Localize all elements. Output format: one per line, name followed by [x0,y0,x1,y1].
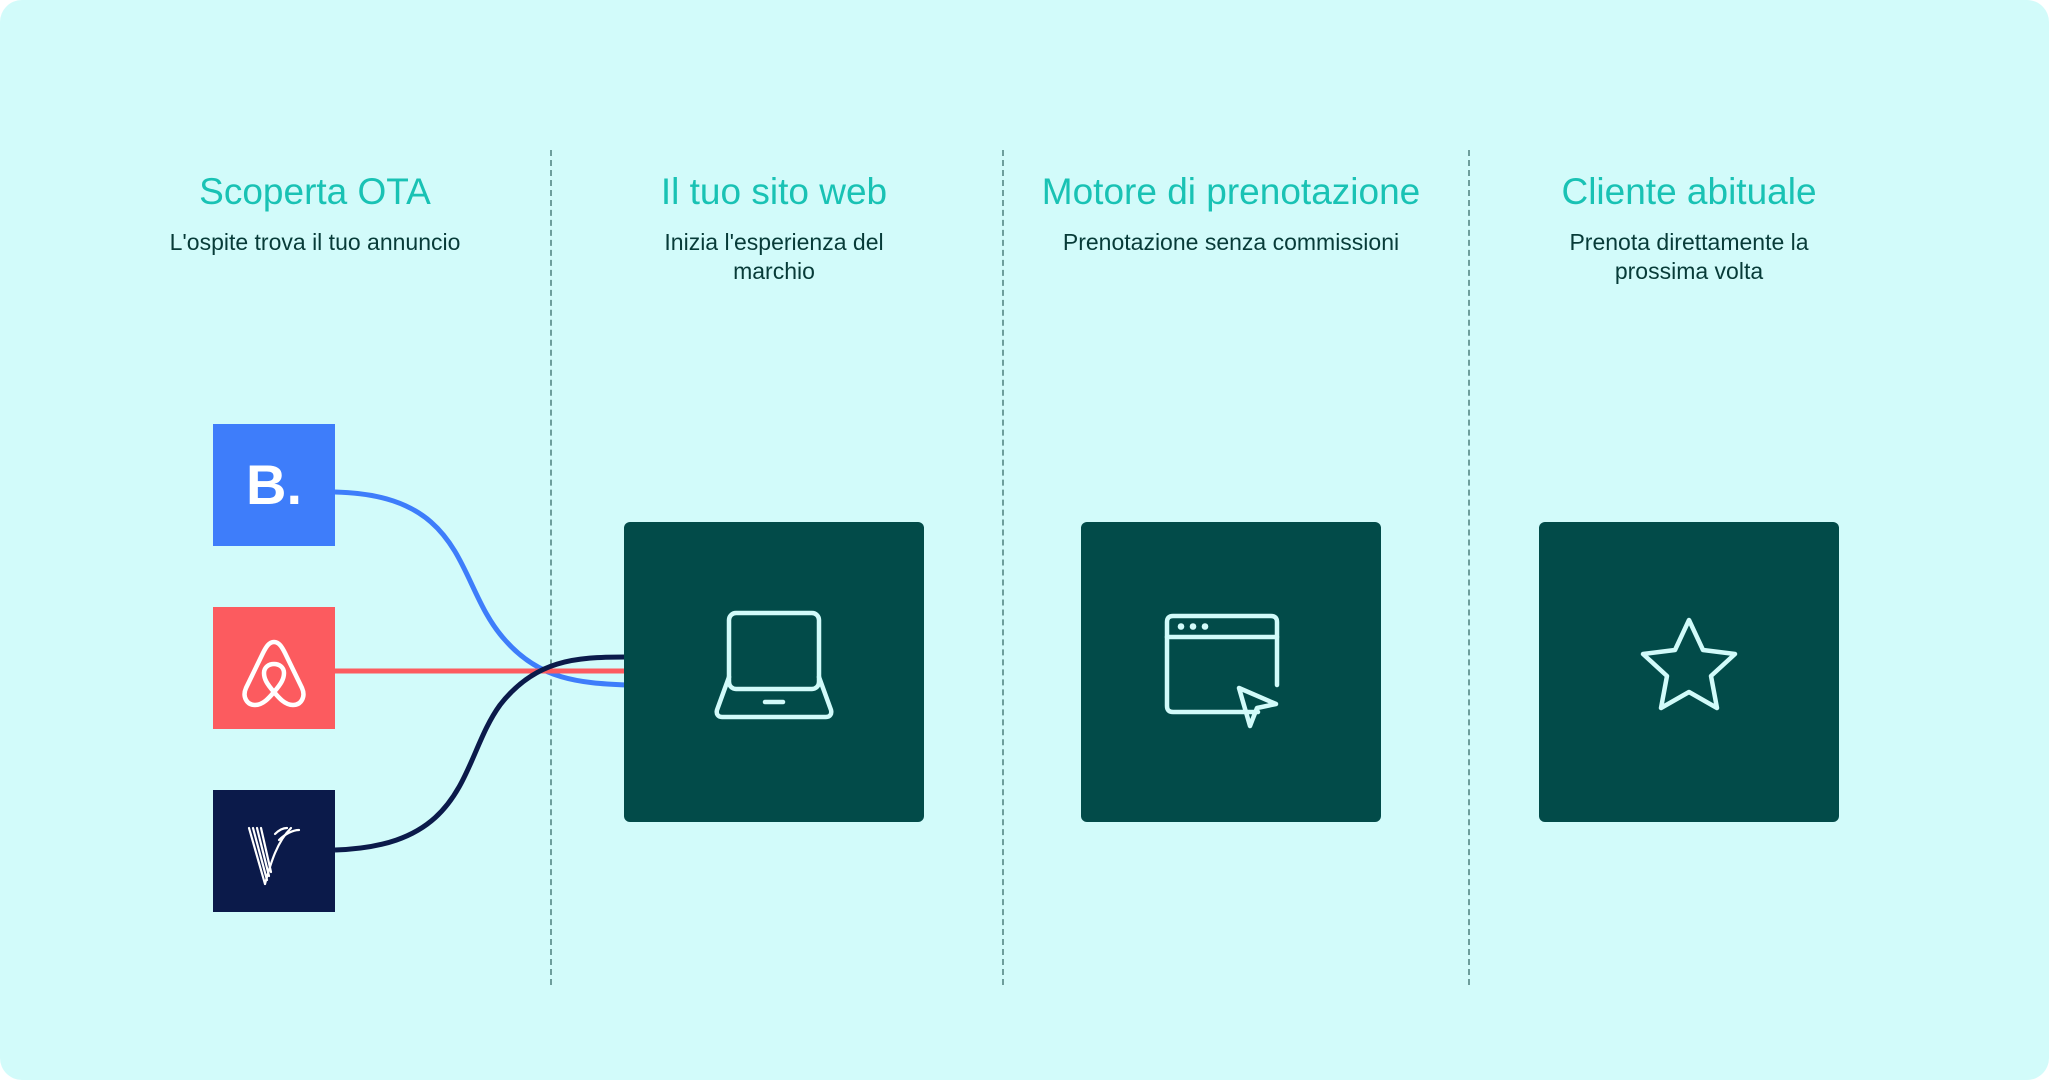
column-divider [550,150,552,985]
website-card [624,522,924,822]
vrbo-connection-line [334,654,627,853]
airbnb-logo [213,607,335,729]
column-subtitle: Prenotazione senza commissioni [1062,229,1400,255]
booking-connection-line [334,489,627,688]
airbnb-logo-icon [242,639,306,708]
booking-engine-card [1081,522,1381,822]
column-ota: Scoperta OTA L'ospite trova il tuo annun… [85,168,545,257]
column-subtitle: L'ospite trova il tuo annuncio [169,229,461,255]
returning-guest-card [1539,522,1839,822]
star-icon [1640,617,1738,711]
column-subtitle: Prenota direttamente la prossima volta [1569,229,1809,284]
column-title: Cliente abituale [1561,171,1817,212]
column-website: Il tuo sito web Inizia l'esperienza del … [544,168,1004,286]
booking-logo-icon: B. [246,453,302,516]
column-title: Scoperta OTA [199,171,431,212]
column-returning-guest: Cliente abituale Prenota direttamente la… [1459,168,1919,286]
browser-cursor-icon [1164,613,1280,729]
laptop-icon [714,610,834,720]
column-title: Motore di prenotazione [1041,171,1421,212]
vrbo-logo-icon [247,826,301,886]
booking-logo-text: B. [246,453,302,516]
column-title: Il tuo sito web [660,171,888,212]
column-divider [1468,150,1470,985]
column-booking-engine: Motore di prenotazione Prenotazione senz… [1001,168,1461,257]
column-divider [1002,150,1004,985]
column-subtitle: Inizia l'esperienza del marchio [664,229,884,284]
vrbo-logo [213,790,335,912]
booking-logo: B. [213,424,335,546]
